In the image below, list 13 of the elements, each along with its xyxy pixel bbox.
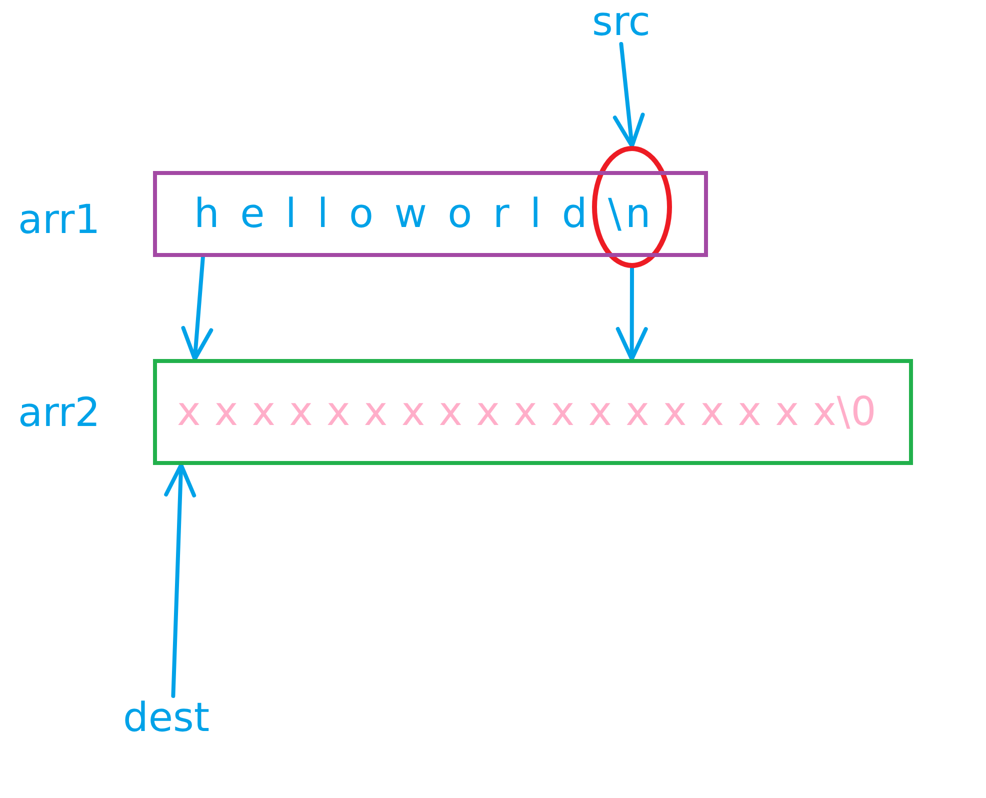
arrow: [616, 266, 648, 361]
arrow: [612, 42, 645, 148]
array-name: arr1: [18, 198, 100, 242]
array-box: [153, 359, 913, 465]
array-box: [153, 171, 708, 257]
highlight-circle: [592, 146, 672, 268]
pointer-label: dest: [123, 696, 210, 740]
array-text: x x x x x x x x x x x x x x x x x x\0: [177, 390, 877, 434]
arrow: [164, 463, 196, 698]
array-text: h e l l o w o r l d \n: [194, 192, 655, 236]
array-name: arr2: [18, 391, 100, 435]
arrow: [181, 255, 214, 361]
pointer-label: src: [592, 0, 650, 44]
